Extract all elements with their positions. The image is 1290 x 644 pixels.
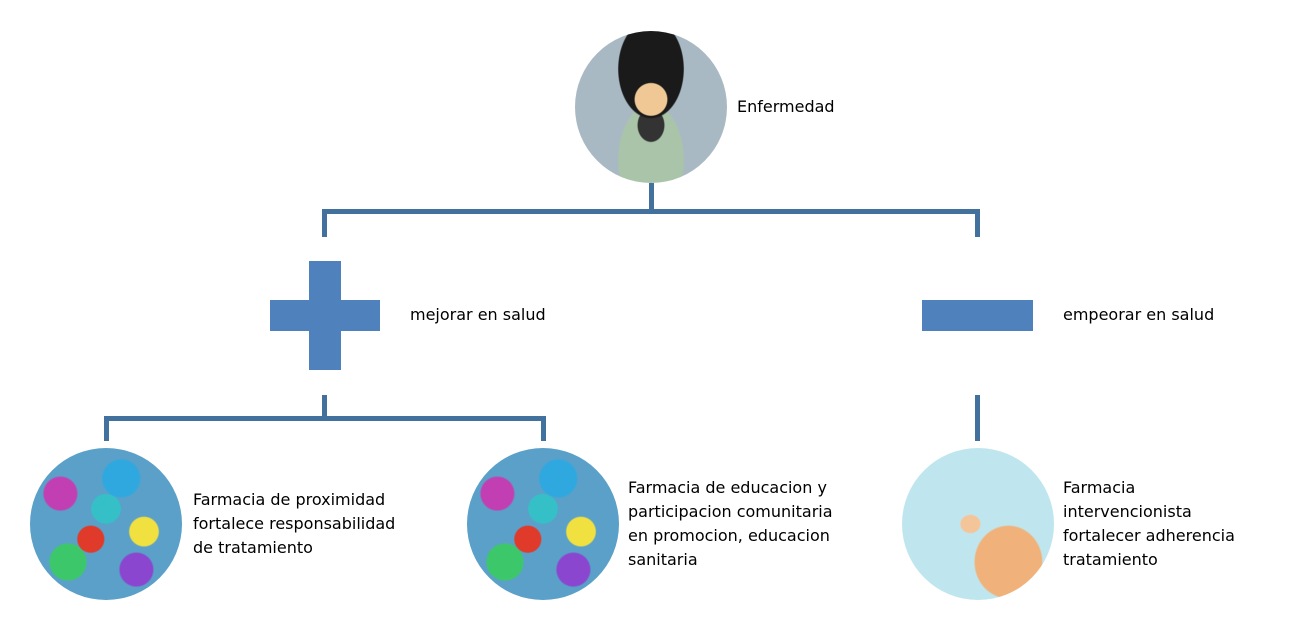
connector-minus-down xyxy=(975,395,980,441)
connector-root-down xyxy=(649,183,654,211)
butterflies-image xyxy=(30,448,182,600)
connector-root-horizontal xyxy=(322,209,980,214)
butterflies-image xyxy=(467,448,619,600)
connector-plus-down xyxy=(322,395,327,418)
connector-leaf2-down xyxy=(541,416,546,441)
minus-icon xyxy=(922,300,1033,331)
connector-right-down xyxy=(975,209,980,237)
connector-plus-horizontal xyxy=(104,416,546,421)
hand-touchscreen-image xyxy=(902,448,1054,600)
negative-label: empeorar en salud xyxy=(1063,305,1215,324)
sick-person-image xyxy=(575,31,727,183)
root-label: Enfermedad xyxy=(737,97,835,116)
connector-leaf1-down xyxy=(104,416,109,441)
positive-label: mejorar en salud xyxy=(410,305,546,324)
connector-left-down xyxy=(322,209,327,237)
